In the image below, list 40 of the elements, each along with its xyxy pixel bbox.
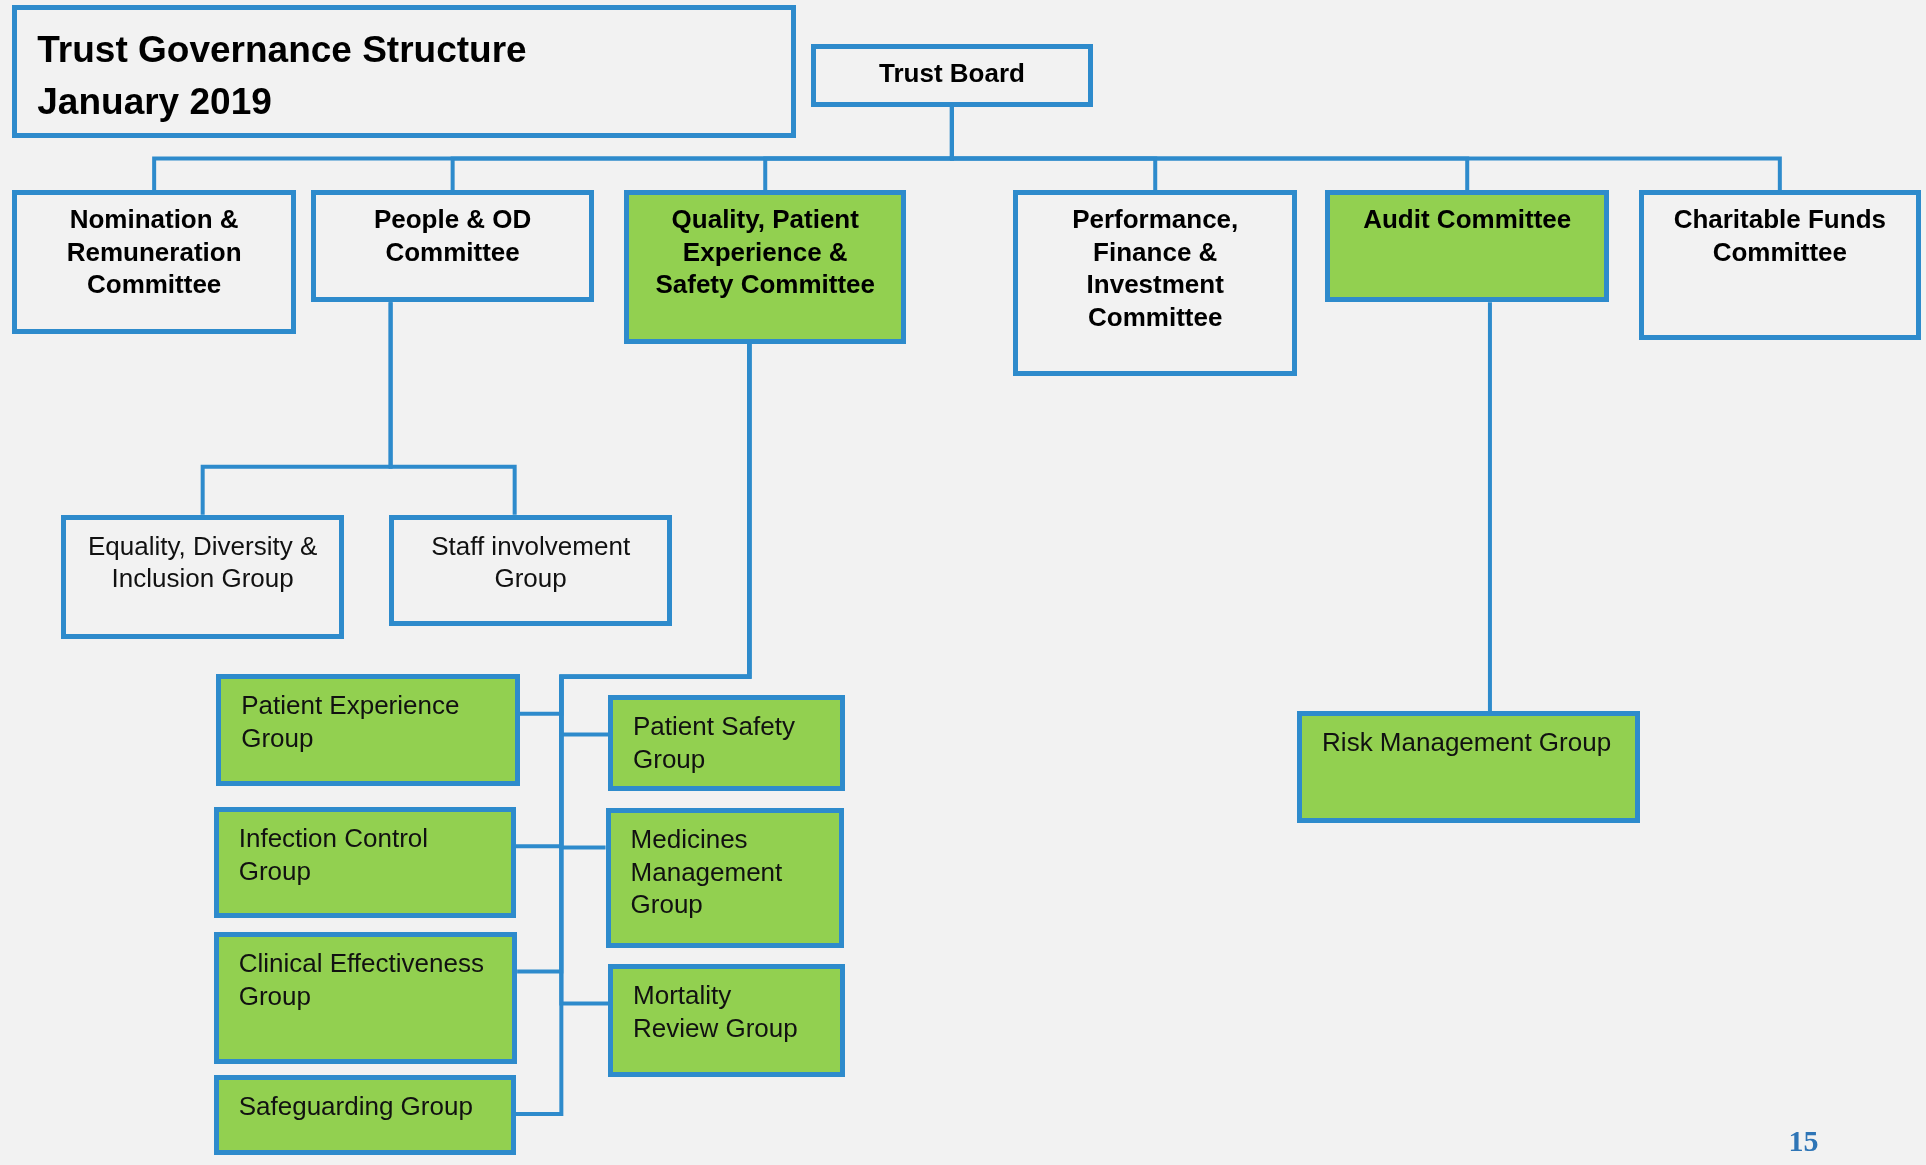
- connector-line: [949, 106, 1782, 191]
- box-label: People & OD Committee: [372, 203, 533, 269]
- committee-box: [12, 190, 296, 335]
- group-box: [605, 808, 844, 949]
- box-label: Staff involvement Group: [430, 529, 632, 595]
- committee-box: [624, 190, 907, 344]
- box-label: Risk Management Group: [1322, 726, 1613, 759]
- group-box: [213, 932, 518, 1064]
- connector-line: [1487, 302, 1492, 712]
- box-label: Nomination & Remuneration Committee: [65, 203, 243, 301]
- box-label: Medicines Management Group: [630, 823, 784, 921]
- group-box: [608, 695, 846, 791]
- box-label: Clinical Effectiveness Group: [238, 947, 485, 1013]
- group-box: [1297, 711, 1640, 823]
- committee-box: [1638, 190, 1922, 341]
- connector-line: [515, 343, 752, 1117]
- box-label: Charitable Funds Committee: [1672, 203, 1887, 269]
- group-box: [389, 514, 672, 627]
- box-label: Quality, Patient Experience & Safety Committee: [654, 203, 877, 301]
- box-label: Patient Experience Group: [241, 689, 461, 755]
- connector-line: [388, 302, 517, 515]
- group-box: [608, 964, 846, 1078]
- box-label: Infection Control Group: [238, 822, 430, 887]
- box-label: Performance, Finance & Investment Committee: [1071, 203, 1240, 334]
- group-box: [213, 807, 516, 918]
- page-number: 15: [1788, 1123, 1819, 1158]
- box-label: Patient Safety Group: [633, 710, 796, 776]
- committee-box: [310, 190, 595, 303]
- group-box: [61, 514, 344, 639]
- group-box: [213, 1074, 516, 1155]
- committee-box: [1325, 190, 1610, 303]
- box-label: Trust Board: [878, 57, 1025, 90]
- title: Trust Governance Structure January 2019: [37, 27, 528, 124]
- box-label: Audit Committee: [1363, 203, 1572, 236]
- box-label: Mortality Review Group: [633, 979, 799, 1045]
- group-box: [216, 674, 520, 787]
- box-label: Equality, Diversity & Inclusion Group: [87, 529, 319, 595]
- committee-box: [1013, 190, 1298, 376]
- box-label: Safeguarding Group: [238, 1089, 474, 1123]
- committee-box: [810, 44, 1094, 107]
